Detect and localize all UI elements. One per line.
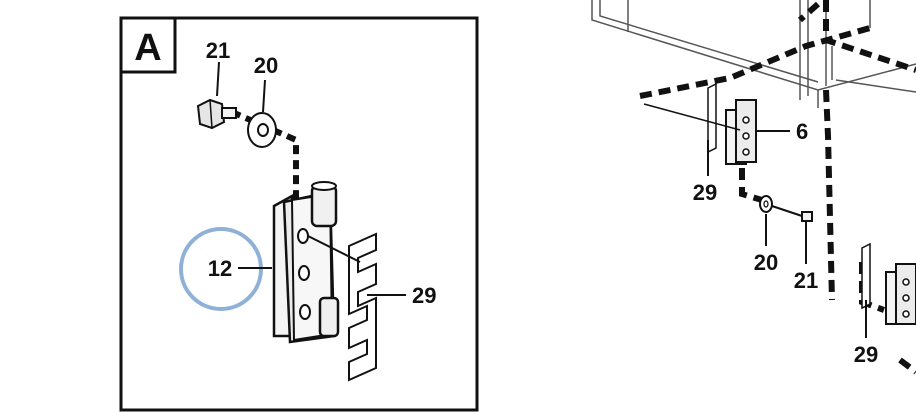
detail-panel-frame [119, 16, 479, 412]
panel-letter-box [119, 16, 177, 74]
assembly-paths-main [639, 0, 916, 375]
hinge-part [272, 181, 340, 344]
callout-shim-upper: 29 [693, 180, 717, 205]
callout-bolt: 21 [206, 38, 230, 63]
upper-hinge-assembly [643, 82, 757, 165]
callout-bolt-main: 21 [794, 268, 818, 293]
leader-bolt [216, 61, 220, 97]
callout-hinge: 12 [208, 256, 232, 281]
panel-letter: A [134, 27, 161, 69]
bolt-part [196, 98, 237, 130]
shim-part [348, 232, 377, 382]
shim-fit-line [307, 235, 361, 263]
callout-washer: 20 [254, 53, 278, 78]
lower-hinge-assembly [861, 242, 916, 325]
leader-washer [262, 79, 266, 113]
callout-shim-lower: 29 [854, 342, 878, 367]
detail-panel-a: A 21 20 [119, 16, 479, 412]
washer-bolt-main [759, 195, 813, 222]
washer-part [247, 112, 277, 148]
callout-hinge-upper: 6 [796, 119, 808, 144]
callout-shim: 29 [412, 283, 436, 308]
main-view: 6 29 20 21 29 [591, 0, 916, 375]
callout-washer-main: 20 [754, 250, 778, 275]
